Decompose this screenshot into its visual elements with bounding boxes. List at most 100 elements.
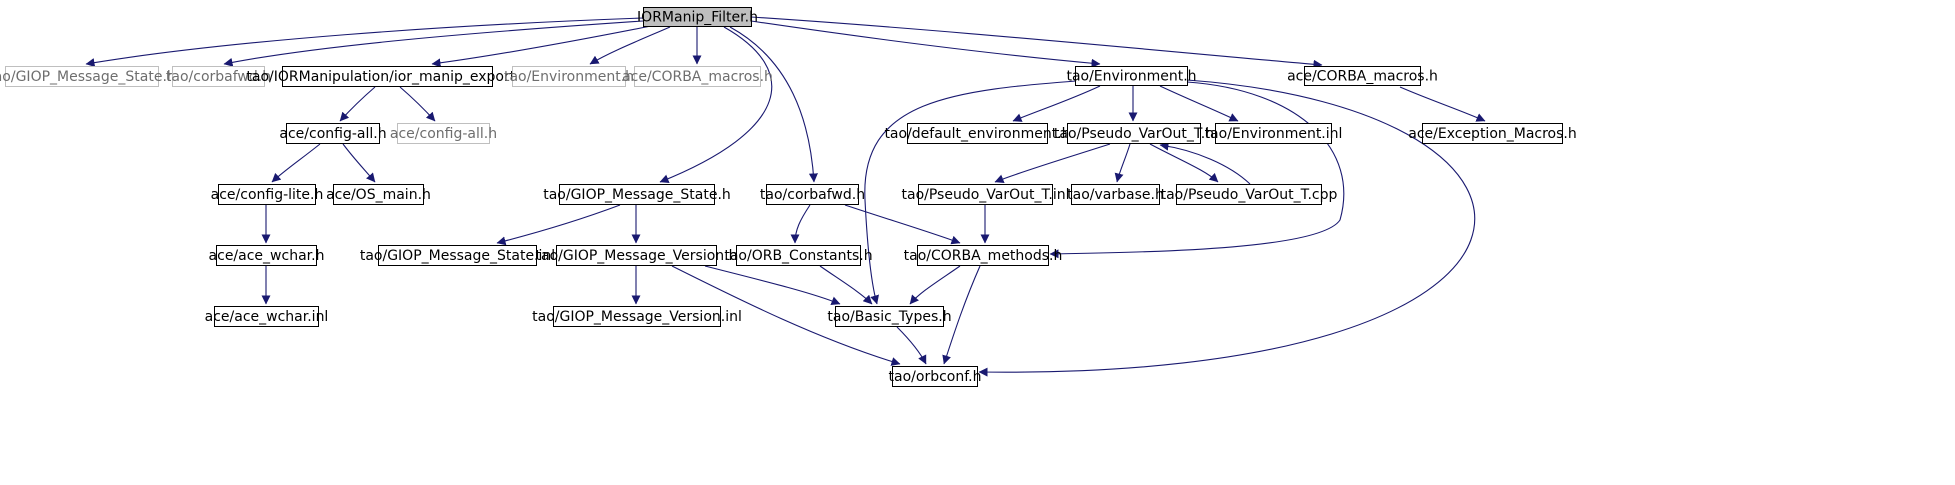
node-label: tao/Pseudo_VarOut_T.cpp [1161,187,1338,203]
node-label: tao/varbase.h [1067,187,1164,203]
node-box [559,184,715,205]
node-label: tao/Environment.h [1066,69,1196,85]
edge-env-to-env-inl [1159,85,1239,122]
node-root[interactable]: IORManip_Filter.h [637,7,758,27]
node-label: ace/CORBA_macros.h [622,69,773,85]
node-corba-macros-a: ace/CORBA_macros.h [622,66,773,87]
node-box [1215,123,1332,144]
node-varbase[interactable]: tao/varbase.h [1067,184,1164,205]
node-label: ace/config-all.h [390,126,497,142]
node-label: tao/Environment.inl [1205,126,1343,142]
node-box [218,184,316,205]
node-config-lite[interactable]: ace/config-lite.h [211,184,324,205]
edge-root-to-ior-export [431,25,652,68]
node-box [907,123,1048,144]
node-box [634,66,761,87]
node-os-main[interactable]: ace/OS_main.h [326,184,431,205]
edge-root-to-env-a [589,26,671,65]
node-env[interactable]: tao/Environment.h [1066,66,1197,86]
node-label: tao/GIOP_Message_Version.h [536,248,738,264]
edge-root-to-corbafwd-a [223,20,644,67]
node-label: ace/CORBA_macros.h [1287,69,1438,85]
node-box [1067,123,1201,144]
edge-corbafwd-to-corba-methods [844,204,961,245]
node-box [378,245,537,266]
edge-giop-version-to-basic-types [704,265,841,306]
edge-pseudo-varout-cpp-to-pseudo-varout [1159,141,1251,185]
edge-orb-constants-to-basic-types [819,265,873,305]
edge-basic-types-to-orbconf [896,326,927,365]
node-env-inl[interactable]: tao/Environment.inl [1205,123,1343,144]
node-pseudo-varout[interactable]: tao/Pseudo_VarOut_T.h [1054,123,1214,144]
node-corbafwd[interactable]: tao/corbafwd.h [760,184,865,205]
edges-layer [85,16,1486,377]
node-ior-export[interactable]: tao/IORManipulation/ior_manip_export.h [246,66,529,87]
node-basic-types[interactable]: tao/Basic_Types.h [827,306,952,327]
edge-root-to-corbafwd [729,26,818,183]
node-box [397,123,490,144]
edge-pseudo-varout-to-pseudo-varout-cpp [1149,143,1219,183]
node-box [172,66,265,87]
node-label: ace/ace_wchar.inl [205,309,329,325]
node-exception-macros[interactable]: ace/Exception_Macros.h [1408,123,1577,144]
node-box [286,123,380,144]
node-label: tao/corbafwd.h [760,187,865,203]
node-label: tao/corbafwd.h [166,69,271,85]
node-label: ace/config-all.h [279,126,386,142]
nodes-layer: IORManip_Filter.h tao/GIOP_Message_State.… [0,7,1577,387]
node-label: ace/OS_main.h [326,187,431,203]
node-box [736,245,861,266]
node-env-a: tao/Environment.h [504,66,634,87]
node-label: tao/IORManipulation/ior_manip_export.h [246,69,528,85]
node-box [917,245,1049,266]
node-label: tao/Environment.h [504,69,634,85]
node-label: tao/GIOP_Message_State.h [543,187,731,203]
edge-env-to-default-env [1012,85,1101,122]
edge-root-to-giop-state [659,26,773,183]
node-label: tao/default_environment.h [884,126,1070,142]
node-ace-wchar-inl[interactable]: ace/ace_wchar.inl [205,306,329,327]
node-label: tao/GIOP_Message_Version.inl [532,309,742,325]
node-corbafwd-a: tao/corbafwd.h [166,66,271,87]
node-label: tao/GIOP_Message_State.h [0,69,176,85]
node-box [1075,66,1188,86]
node-giop-version-inl[interactable]: tao/GIOP_Message_Version.inl [532,306,742,327]
node-default-env[interactable]: tao/default_environment.h [884,123,1071,144]
node-box [766,184,859,205]
edge-corbafwd-to-orb-constants [790,204,811,244]
node-ace-wchar[interactable]: ace/ace_wchar.h [209,245,325,266]
node-config-all-b: ace/config-all.h [390,123,497,144]
edge-root-to-env [750,20,1101,68]
node-box [282,66,493,87]
node-label: tao/orbconf.h [889,369,982,385]
node-label: ace/ace_wchar.h [209,248,325,264]
node-label: tao/ORB_Constants.h [724,248,872,264]
edge-env-to-corba-methods [1049,81,1345,259]
node-orb-constants[interactable]: tao/ORB_Constants.h [724,245,873,266]
node-giop-state-inl[interactable]: tao/GIOP_Message_State.inl [360,245,555,266]
node-orbconf[interactable]: tao/orbconf.h [889,366,982,387]
node-label: ace/config-lite.h [211,187,324,203]
node-giop-version[interactable]: tao/GIOP_Message_Version.h [536,245,738,266]
edge-pseudo-varout-to-varbase [1114,143,1131,183]
edge-env-to-basic-types [864,79,1091,305]
edge-corba-methods-to-basic-types [909,265,961,305]
node-label: IORManip_Filter.h [637,10,758,26]
node-box [5,66,159,87]
node-config-all[interactable]: ace/config-all.h [279,123,387,144]
edge-ior-export-to-config-all-b [399,86,436,122]
node-giop-state[interactable]: tao/GIOP_Message_State.h [543,184,731,205]
node-corba-methods[interactable]: tao/CORBA_methods.h [904,245,1063,266]
node-box [835,306,944,327]
node-box [333,184,424,205]
edge-corba-macros-to-exception-macros [1399,86,1486,122]
node-box [553,306,721,327]
node-pseudo-varout-inl[interactable]: tao/Pseudo_VarOut_T.inl [902,184,1070,205]
node-box [214,306,319,327]
node-pseudo-varout-cpp[interactable]: tao/Pseudo_VarOut_T.cpp [1161,184,1338,205]
node-giop-state-a: tao/GIOP_Message_State.h [0,66,176,87]
node-corba-macros[interactable]: ace/CORBA_macros.h [1287,66,1438,86]
node-box [1071,184,1160,205]
node-box [216,245,317,266]
